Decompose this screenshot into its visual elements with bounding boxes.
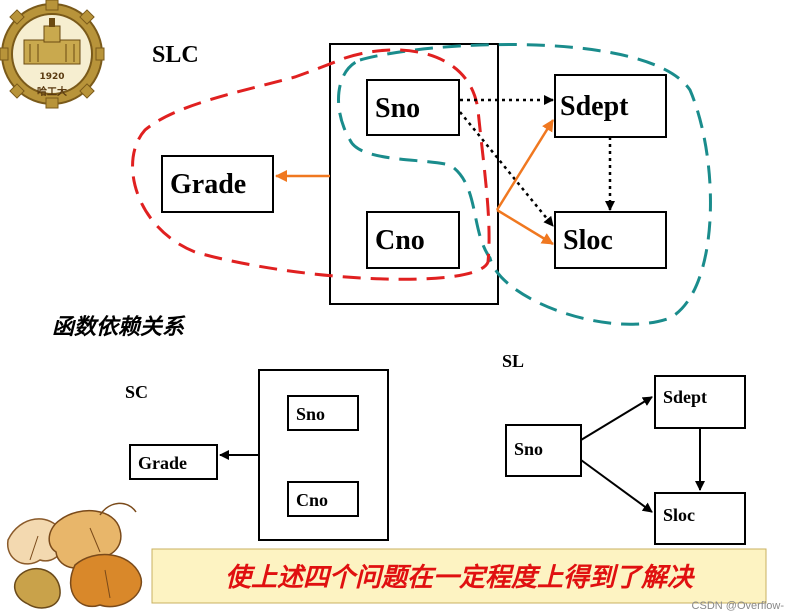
arrow-sno-to-sloc [459,111,554,227]
slc-key-box [329,43,499,305]
autumn-leaves-icon [7,502,143,609]
section-heading: 函数依赖关系 [52,314,186,340]
sc-node-grade: Grade [129,444,218,480]
arrow-key-to-sdept [495,119,555,211]
slc-grade-label: Grade [170,169,246,200]
sc-cno-label: Cno [296,490,328,510]
slc-node-grade: Grade [161,155,274,213]
sl-node-sno: Sno [505,424,582,477]
slc-sno-label: Sno [375,93,420,124]
teal-dashed-boundary [337,43,712,326]
sc-sno-label: Sno [296,404,325,424]
slc-sdept-label: Sdept [560,91,629,122]
arrow-sl-sno-to-sloc [580,459,653,513]
slc-node-cno: Cno [366,211,460,269]
summary-banner: 使上述四个问题在一定程度上得到了解决 [151,548,767,604]
sl-sno-label: Sno [514,439,543,459]
logo-name: 哈工大 [37,85,67,98]
red-dashed-boundary [131,48,491,281]
university-logo: 1920 哈工大 [0,0,105,109]
sl-sloc-label: Sloc [663,505,695,525]
slc-cno-label: Cno [375,225,425,256]
slc-node-sno: Sno [366,79,460,136]
sc-node-cno: Cno [287,481,359,517]
slc-node-sdept: Sdept [554,74,667,138]
arrow-sl-sno-to-sdept [580,396,653,441]
slc-sloc-label: Sloc [563,225,613,256]
sc-node-sno: Sno [287,395,359,431]
arrow-key-to-sloc [496,208,554,246]
banner-text: 使上述四个问题在一定程度上得到了解决 [225,563,696,593]
sc-label: SC [125,382,148,402]
slc-node-sloc: Sloc [554,211,667,269]
logo-year: 1920 [39,72,64,82]
slc-label: SLC [152,42,199,68]
watermark: CSDN @Overflow- [692,600,785,612]
building-icon [23,18,81,65]
sl-node-sdept: Sdept [654,375,746,429]
sc-grade-label: Grade [138,453,187,473]
sl-node-sloc: Sloc [654,492,746,545]
sl-sdept-label: Sdept [663,387,707,407]
gear-teeth-icon [0,0,105,109]
sl-label: SL [502,351,524,371]
